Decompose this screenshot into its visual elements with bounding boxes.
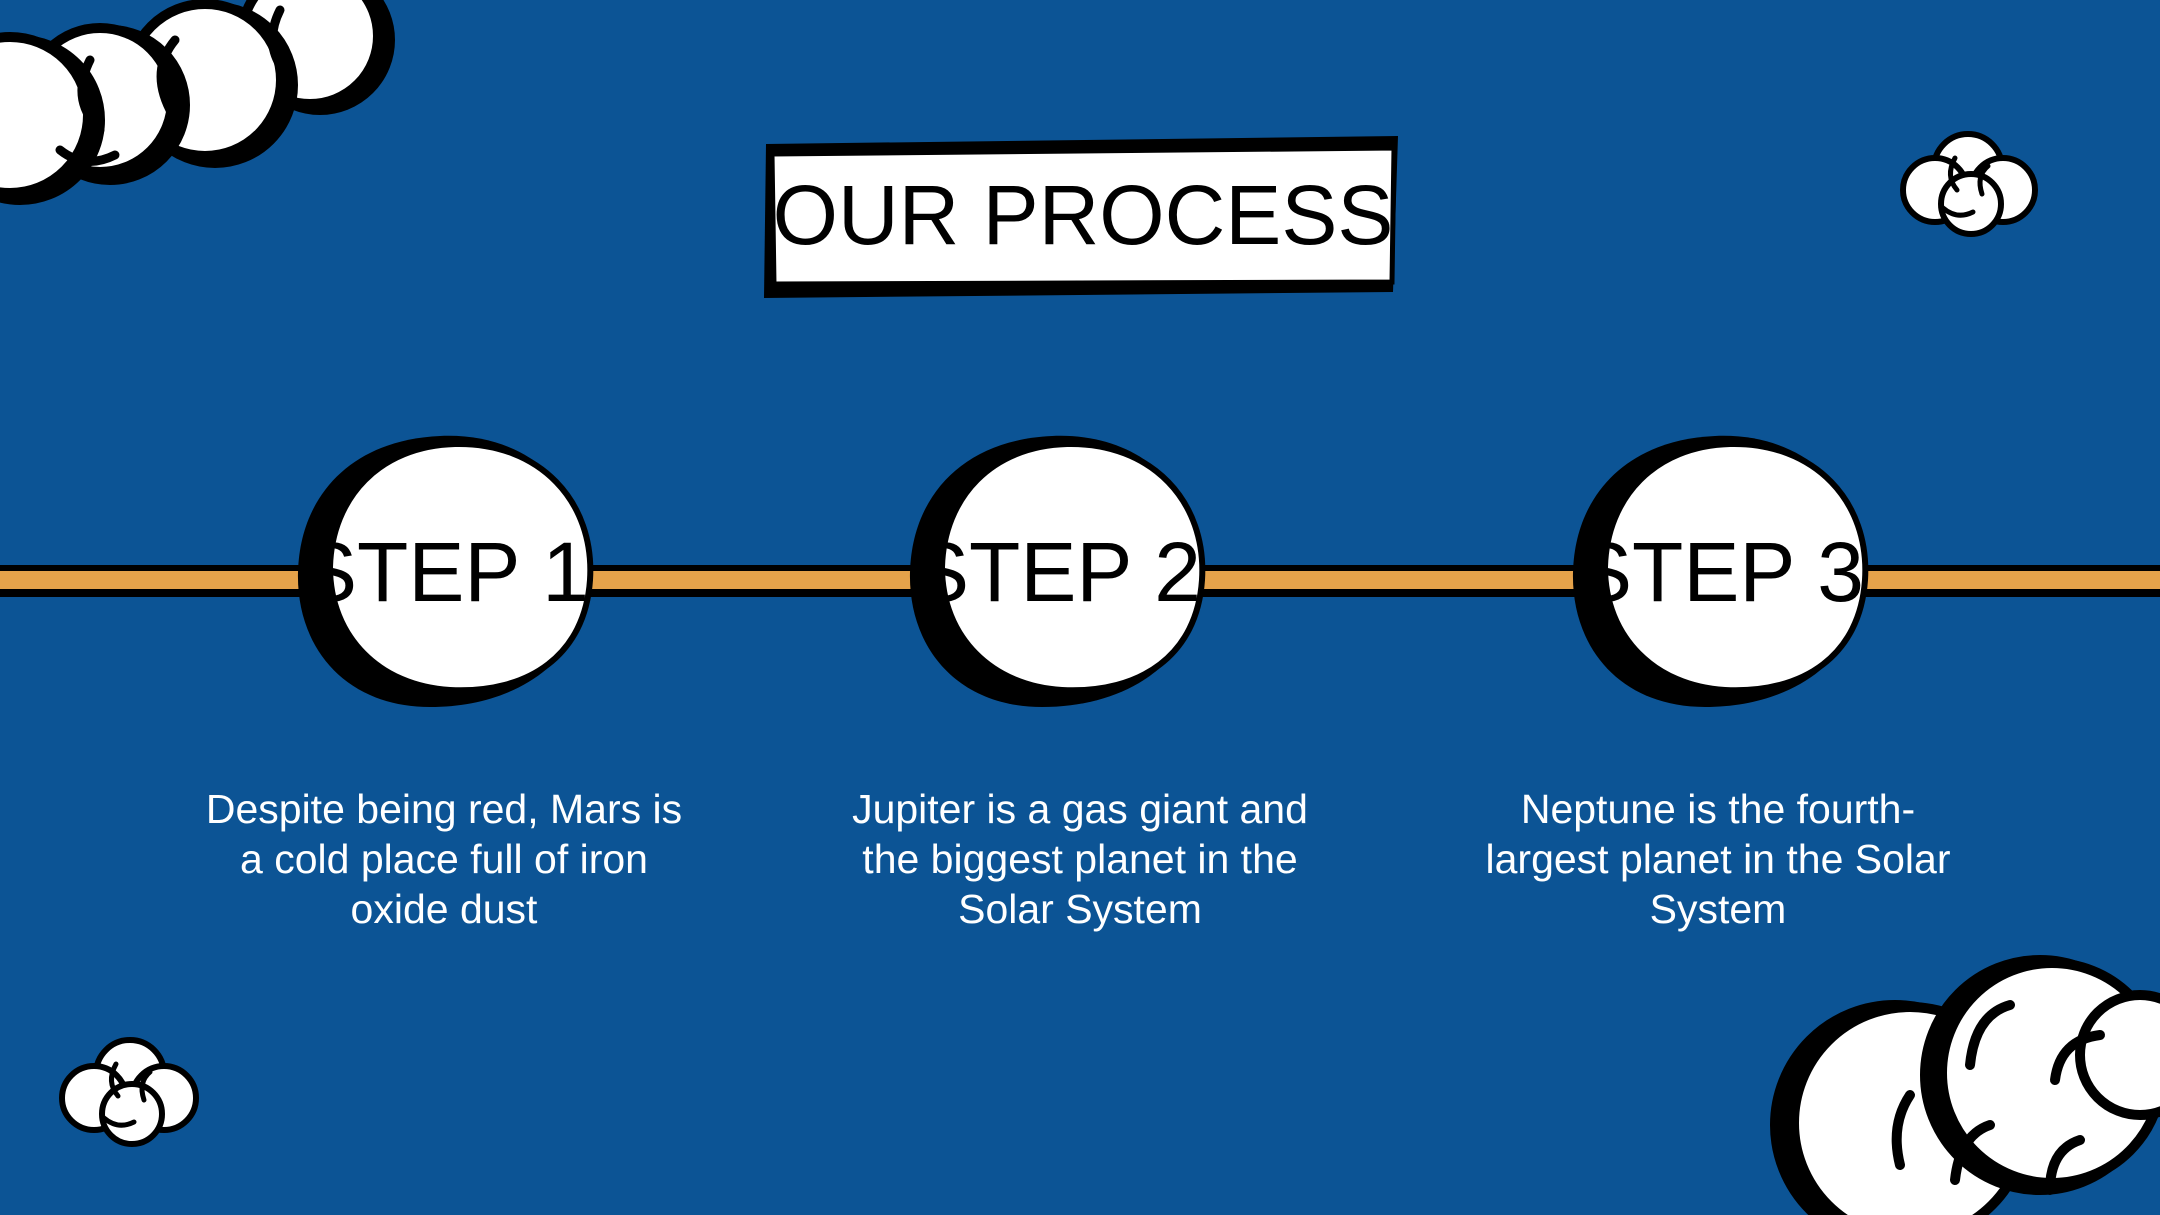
step-3-circle [1572, 435, 1869, 707]
step-3-description: Neptune is the fourth-largest planet in … [1485, 786, 1951, 932]
cloud-icon-bottom-right [1770, 955, 2160, 1215]
step-2-label: STEP 2 [913, 525, 1201, 619]
step-2-description: Jupiter is a gas giant and the biggest p… [852, 786, 1308, 932]
title-box [764, 136, 1398, 298]
step-2-circle [909, 435, 1206, 707]
step-3-label: STEP 3 [1576, 525, 1864, 619]
cloud-icon-top-right [1900, 131, 2038, 237]
step-1-description: Despite being red, Mars is a cold place … [205, 786, 683, 932]
cloud-icon-bottom-left [59, 1037, 199, 1147]
page-title: OUR PROCESS [772, 168, 1394, 262]
cloud-icon-top-left [0, 0, 395, 205]
step-1-label: STEP 1 [301, 525, 589, 619]
step-1-circle [297, 435, 594, 707]
